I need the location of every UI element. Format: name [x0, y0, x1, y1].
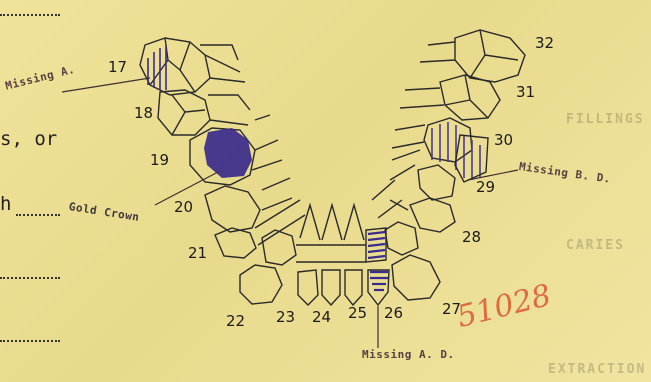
- tooth-number-18: 18: [134, 104, 153, 122]
- tooth-number-20: 20: [174, 198, 193, 216]
- tooth-number-24: 24: [312, 308, 331, 326]
- tooth-number-19: 19: [150, 151, 169, 169]
- tooth-20-outline: [205, 186, 260, 232]
- tooth-number-30: 30: [494, 131, 513, 149]
- tooth-number-28: 28: [462, 228, 481, 246]
- tooth-number-21: 21: [188, 244, 207, 262]
- tooth-number-17: 17: [108, 58, 127, 76]
- tooth-21-outline: [215, 228, 256, 258]
- stamp-missing-a-bottom: Missing A. D.: [362, 348, 455, 361]
- tooth-number-25: 25: [348, 304, 367, 322]
- tooth-number-29: 29: [476, 178, 495, 196]
- tooth-number-26: 26: [384, 304, 403, 322]
- tooth-22-outline: [240, 265, 282, 304]
- tooth-number-22: 22: [226, 312, 245, 330]
- tooth-number-32: 32: [535, 34, 554, 52]
- tooth-28-outline: [410, 198, 455, 232]
- tooth-27-outline: [392, 255, 440, 300]
- tooth-number-31: 31: [516, 83, 535, 101]
- tooth-23-outline: [298, 270, 318, 305]
- pointer-missing-a-left: [62, 78, 150, 92]
- tooth-25-outline: [345, 270, 362, 305]
- tooth-24-outline: [322, 270, 340, 305]
- tooth-number-23: 23: [276, 308, 295, 326]
